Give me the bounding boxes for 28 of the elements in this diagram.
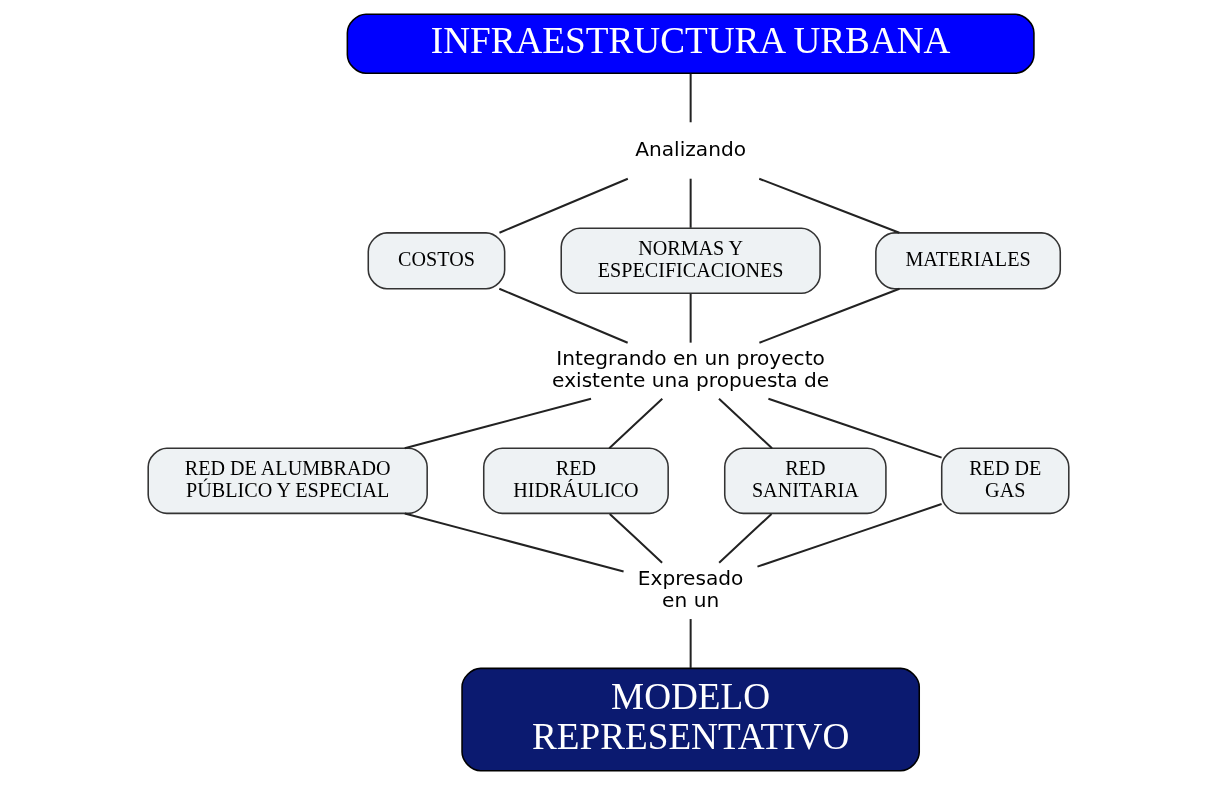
node-text: Expresado en un xyxy=(637,566,744,612)
node-text: Integrando en un proyecto existente una propuesta de xyxy=(552,346,830,392)
connector xyxy=(689,293,692,343)
node-box: MODELO REPRESENTATIVO xyxy=(461,667,920,772)
node-box: NORMAS Y ESPECIFICACIONES xyxy=(560,227,821,295)
connector xyxy=(757,503,942,568)
node-box: RED DE GAS xyxy=(940,447,1070,515)
connector xyxy=(609,513,663,564)
connector xyxy=(404,397,592,450)
node-box: COSTOS xyxy=(367,232,506,290)
node-box: MATERIALES xyxy=(875,232,1062,290)
node-text: Analizando xyxy=(635,137,747,161)
node-box: RED HIDRÁULICO xyxy=(482,447,669,515)
connector xyxy=(768,397,942,459)
connector xyxy=(499,177,629,234)
connector xyxy=(718,513,773,564)
connector xyxy=(689,178,692,228)
connector xyxy=(608,398,663,449)
connector xyxy=(718,398,773,449)
node-box: INFRAESTRUCTURA URBANA xyxy=(346,13,1035,74)
connector xyxy=(689,619,692,669)
connector xyxy=(759,287,900,344)
connector xyxy=(404,512,624,573)
connector xyxy=(498,287,629,344)
node-box: RED DE ALUMBRADO PÚBLICO Y ESPECIAL xyxy=(147,447,428,515)
connector xyxy=(689,73,692,123)
connector xyxy=(758,177,900,234)
node-box: RED SANITARIA xyxy=(723,447,887,515)
